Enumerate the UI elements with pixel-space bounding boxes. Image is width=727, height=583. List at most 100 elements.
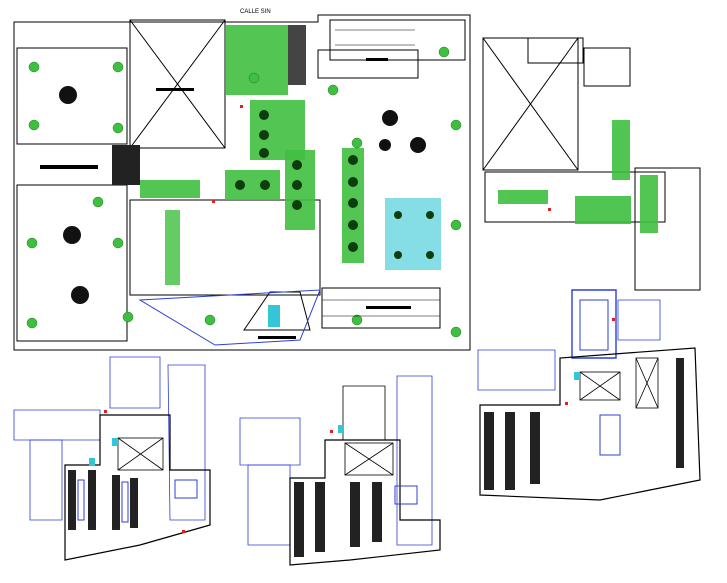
furniture-row: [315, 482, 325, 552]
wall-block: [366, 58, 388, 61]
accent: [394, 485, 418, 505]
canopy-tree: [63, 226, 81, 244]
tree: [28, 61, 40, 73]
planter-tree: [292, 160, 302, 170]
service-block: [112, 145, 140, 185]
planter-tree: [348, 177, 358, 187]
garden-inner: [165, 210, 180, 285]
site-plan: [13, 14, 471, 351]
planter-tree: [348, 220, 358, 230]
wall-block: [258, 336, 296, 339]
planter-tree: [348, 155, 358, 165]
outline-blue: [29, 439, 63, 521]
planter-trees: [235, 110, 434, 259]
furniture-row: [68, 470, 76, 530]
courtyard-fountain: [385, 198, 441, 270]
tree: [450, 119, 462, 131]
canopy-tree: [379, 139, 391, 151]
tree: [26, 237, 38, 249]
furniture-row: [530, 412, 540, 484]
entrance-plaza: [243, 291, 311, 331]
furniture-row: [350, 482, 360, 547]
garden-strip: [140, 180, 200, 198]
tree: [112, 122, 124, 134]
tree: [351, 314, 363, 326]
parking-stalls: [322, 29, 440, 317]
left-upper-enclosure: [16, 47, 128, 145]
tree: [26, 317, 38, 329]
roof-hip-line: [482, 37, 579, 171]
upper-right-gardens: [498, 120, 658, 233]
planter-tree: [394, 211, 402, 219]
side-light-well: [635, 357, 659, 409]
outline-blue: [13, 409, 101, 441]
roof-hip-line: [129, 19, 226, 149]
canopy-tree: [382, 110, 398, 126]
marker: [612, 318, 615, 321]
plan-2-walls: [289, 439, 441, 566]
tree: [28, 119, 40, 131]
accent: [174, 479, 198, 499]
planter-tree: [259, 148, 269, 158]
planter-tree: [426, 251, 434, 259]
room-furnishing: [68, 358, 684, 557]
outline-blue: [247, 464, 291, 546]
accent: [77, 479, 85, 521]
canopy-tree: [410, 137, 426, 153]
stair-core: [574, 372, 580, 380]
planter-tree: [292, 180, 302, 190]
marker: [330, 430, 333, 433]
plan-3-walls: [479, 347, 701, 501]
room-accents: [77, 299, 621, 523]
tree: [450, 326, 462, 338]
tree: [450, 219, 462, 231]
parking-bottom: [321, 287, 441, 329]
planter-tree: [259, 130, 269, 140]
outline-blue: [617, 299, 661, 341]
wall-block: [40, 165, 98, 169]
site-boundary: [13, 14, 471, 351]
tree: [112, 237, 124, 249]
planter-tree: [235, 180, 245, 190]
canopy-trees: [59, 86, 426, 304]
furniture-row: [112, 475, 120, 530]
atrium: [579, 371, 621, 401]
stair-core: [338, 425, 344, 433]
planter-tree: [259, 110, 269, 120]
tree: [327, 84, 339, 96]
garden-lawn: [225, 170, 280, 200]
outline-blue: [109, 356, 161, 409]
atrium: [117, 437, 164, 471]
marker: [565, 402, 568, 405]
outline-blue: [396, 375, 433, 546]
garden-strip: [498, 190, 548, 204]
wall-details: [40, 25, 411, 339]
tower-outline: [571, 289, 617, 359]
tree: [122, 311, 134, 323]
stair-core: [89, 458, 95, 466]
furniture-row: [294, 482, 304, 557]
atrium: [344, 442, 394, 476]
furniture-row: [88, 470, 96, 530]
tree: [248, 72, 260, 84]
atrium-diagonal: [635, 357, 659, 409]
wall-block: [366, 306, 411, 309]
marker: [240, 105, 243, 108]
accent: [599, 414, 621, 456]
tree: [204, 314, 216, 326]
tree: [351, 137, 363, 149]
upper-block: [342, 385, 386, 441]
floor-plan-2: [239, 375, 441, 566]
furniture-row: [505, 412, 515, 490]
atrium-diagonal: [117, 437, 164, 471]
canopy-tree: [59, 86, 77, 104]
stair-core: [112, 438, 118, 446]
furniture-row: [130, 478, 138, 528]
marker: [104, 410, 107, 413]
marker: [212, 200, 215, 203]
furniture-row: [372, 482, 382, 542]
street-label: CALLE SIN: [240, 9, 271, 15]
marker: [182, 530, 185, 533]
